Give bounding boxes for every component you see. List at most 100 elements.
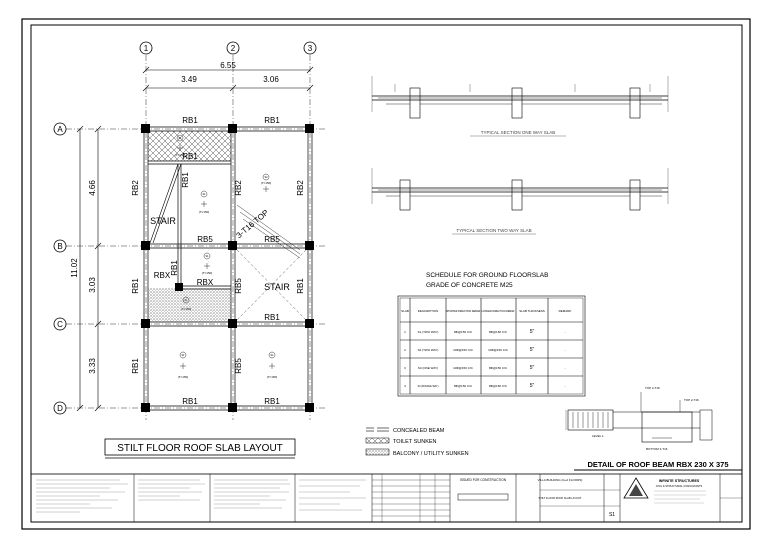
- beam-label: RB5: [234, 278, 243, 294]
- beam-label: RB1: [131, 358, 140, 374]
- table-cell: 5": [530, 329, 535, 335]
- beam-label: RBX: [154, 271, 171, 280]
- table-cell: S3 (ONE WAY): [418, 366, 438, 370]
- table-cell: -: [565, 366, 566, 370]
- slab-mark-thickness: (T=150): [199, 210, 210, 214]
- legend-label: CONCEALED BEAM: [393, 428, 445, 434]
- beam-detail-label: TOP 2-T16: [645, 386, 660, 390]
- grid-label-3: 3: [308, 44, 313, 53]
- beam-label: RB1: [264, 313, 280, 322]
- legend-label: BALCONY / UTILITY SUNKEN: [393, 451, 469, 457]
- beam-label: RB1: [131, 278, 140, 294]
- toilet-sunken-area: [148, 131, 231, 161]
- table-cell: S4 (DOUBLE WAY): [418, 385, 439, 388]
- legend: CONCEALED BEAM TOILET SUNKEN BALCONY / U…: [365, 427, 469, 457]
- slab-schedule: SCHEDULE FOR GROUND FLOORSLAB GRADE OF C…: [397, 272, 586, 397]
- stair-label-left: STAIR: [150, 216, 176, 226]
- table-row: 4 S4 (DOUBLE WAY) 8Φ@150 C/C 8Φ@150 C/C …: [404, 383, 565, 389]
- schedule-body: 1 S1 (TWO WAY) 8Φ@150 C/C 8Φ@150 C/C 5" …: [404, 329, 565, 389]
- slab-mark: S1 (T=150): [178, 351, 189, 379]
- grid-label-b: B: [57, 242, 62, 251]
- row-grid-bubbles: A B C D: [53, 122, 67, 415]
- dim-bay-width-1: 3.49: [181, 75, 197, 84]
- beam-label: RB1: [170, 260, 179, 276]
- beam-detail-label: LEVEL 1: [592, 434, 604, 438]
- section-two-way-title: TYPICAL SECTION TWO WAY SLAB: [456, 228, 531, 233]
- table-cell: 1: [404, 330, 406, 334]
- title-block: ISSUED FOR CONSTRUCTION VILLA BUILDING (…: [30, 473, 743, 523]
- grid-label-a: A: [57, 125, 63, 134]
- beam-label: RB1: [182, 397, 198, 406]
- slab-mark-thickness: (T=150): [175, 153, 186, 157]
- table-cell: -: [565, 330, 566, 334]
- status-stamp: ISSUED FOR CONSTRUCTION: [460, 478, 507, 482]
- table-cell: 10Φ@150 C/C: [453, 366, 474, 370]
- left-dimensions: [76, 125, 102, 412]
- slab-marks: S1 (T=150) S1 (T=150) S2 (T=150): [175, 134, 278, 379]
- stair-label-right: STAIR: [264, 282, 290, 292]
- table-cell: 2: [404, 348, 406, 352]
- table-cell: 4: [404, 384, 406, 388]
- legend-label: TOILET SUNKEN: [393, 439, 437, 445]
- firm-name: INFINITE STRUCTURES: [659, 479, 700, 483]
- schedule-header: SLAB DESCRIPTION SHORTER DIRECTION REBAR…: [401, 309, 571, 313]
- top-bar-leaders: [236, 204, 301, 259]
- balcony-sunken-area: [148, 288, 231, 322]
- table-cell: 8Φ@150 C/C: [489, 384, 508, 388]
- slab-mark: S1 (T=150): [181, 296, 192, 311]
- slab-mark-thickness: (T=150): [261, 181, 272, 185]
- table-cell: -: [565, 348, 566, 352]
- slab-layout-plan: 1 2 3 A B C D: [53, 41, 325, 459]
- table-cell: 3: [404, 366, 406, 370]
- slab-mark: S1 (T=150): [175, 134, 186, 157]
- table-cell: 10Φ@150 C/C: [453, 348, 474, 352]
- slab-mark-thickness: (T=150): [202, 271, 213, 275]
- open-to-sky-cross: [236, 249, 307, 321]
- columns: [141, 124, 314, 412]
- beam-label: RB1: [181, 172, 190, 188]
- dim-overall-width: 6.55: [220, 61, 236, 70]
- table-row: 2 S2 (TWO WAY) 10Φ@150 C/C 10Φ@150 C/C 5…: [404, 347, 565, 353]
- slab-mark: S1 (T=150): [202, 252, 213, 275]
- drawing-name: STILT FLOOR ROOF SLAB LAYOUT: [539, 496, 582, 500]
- slab-mark-thickness: (T=150): [178, 375, 189, 379]
- grid-label-d: D: [57, 404, 63, 413]
- beam-label: RB1: [264, 397, 280, 406]
- beam-label: RB5: [264, 235, 280, 244]
- schedule-header-cell: LONGER DIRECTION REBAR: [482, 310, 515, 313]
- table-cell: 10Φ@150 C/C: [488, 348, 509, 352]
- legend-toilet-sunken: TOILET SUNKEN: [365, 437, 437, 445]
- grid-bubble-3: [303, 41, 317, 55]
- table-cell: S2 (TWO WAY): [418, 348, 439, 352]
- beam-label: RB5: [197, 235, 213, 244]
- firm-subtitle: CIVIL & STRUCTURAL CONSULTANTS: [656, 484, 703, 488]
- slab-mark-id: S1: [178, 137, 182, 140]
- beam-detail-label: TOP 2-T16: [684, 398, 699, 402]
- beam-label: RB2: [131, 180, 140, 196]
- beam-label: RB1: [182, 152, 198, 161]
- legend-concealed-beam: CONCEALED BEAM: [366, 427, 445, 434]
- slab-mark-thickness: (T=150): [267, 375, 278, 379]
- schedule-grid: [397, 295, 586, 397]
- table-row: 3 S3 (ONE WAY) 10Φ@150 C/C 8Φ@150 C/C 5"…: [404, 365, 565, 371]
- beam-label: RB5: [234, 358, 243, 374]
- sheet-number: S1: [609, 512, 615, 518]
- beam-label: RB1: [264, 116, 280, 125]
- beam-labels: RB1 RB1 RB1 RB5 RB5 RBX RBX RB1 RB1 RB1 …: [131, 116, 305, 406]
- beam-detail-label: BOTTOM 3-T16: [646, 447, 668, 451]
- project-name: VILLA BUILDING (G+2 FLOORS): [538, 478, 583, 482]
- slab-mark-thickness: (T=150): [181, 307, 192, 311]
- section-one-way: [371, 76, 669, 119]
- schedule-subtitle: GRADE OF CONCRETE M25: [426, 282, 513, 289]
- schedule-title: SCHEDULE FOR GROUND FLOORSLAB: [426, 272, 548, 279]
- grid-label-1: 1: [144, 44, 149, 53]
- table-cell: 8Φ@150 C/C: [489, 330, 508, 334]
- dim-bay-width-2: 3.06: [263, 75, 279, 84]
- dim-bay-height-2: 3.03: [88, 277, 97, 293]
- slab-mark-id: S1: [184, 299, 188, 302]
- dim-bay-height-1: 4.66: [88, 180, 97, 196]
- section-two-way: [371, 168, 669, 211]
- column-grid-bubbles: 1 2 3: [139, 41, 317, 55]
- schedule-header-cell: SLAB: [401, 309, 409, 313]
